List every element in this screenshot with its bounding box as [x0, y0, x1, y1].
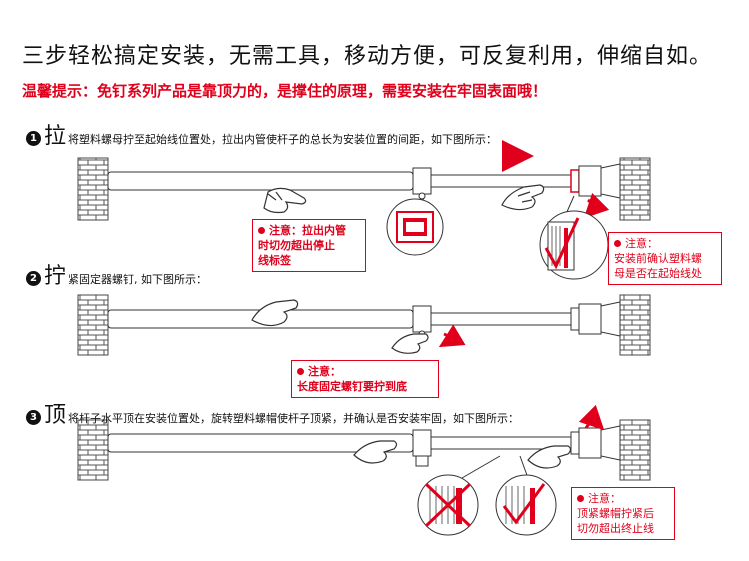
- step-description: 紧固定器螺钉, 如下图所示：: [68, 273, 208, 286]
- step-number: 3: [26, 410, 41, 425]
- step-keyword: 顶: [44, 403, 67, 428]
- note-heading: 注意：: [308, 365, 341, 378]
- hand-icon: [251, 299, 299, 327]
- step-1-heading: 1 拉 将塑料螺母拧至起始线位置处，拉出内管使杆子的总长为安装位置的间距，如下图…: [26, 118, 497, 150]
- warning-tip: 温馨提示：免钉系列产品是靠顶力的，是撑住的原理，需要安装在牢固表面哦！: [22, 82, 548, 100]
- bullet-icon: [297, 368, 304, 375]
- note-pull-limit: 注意：拉出内管 时切勿超出停止 线标签: [252, 219, 366, 272]
- bullet-icon: [258, 227, 265, 234]
- rotate-arrow-icon: [583, 192, 610, 219]
- brick-wall-icon: [619, 419, 651, 481]
- step-description: 将杆子水平顶在安装位置处，旋转塑料螺帽使杆子顶紧，并确认是否安装牢固，如下图所示…: [68, 412, 520, 425]
- note-line: 时切勿超出停止: [258, 239, 335, 252]
- check-mark-icon: [544, 217, 580, 270]
- hand-icon: [353, 440, 398, 464]
- page-title: 三步轻松搞定安装，无需工具，移动方便，可反复利用，伸缩自如。: [22, 44, 713, 69]
- step1-figure: [77, 140, 651, 280]
- step-keyword: 拉: [44, 124, 67, 149]
- step-number: 1: [26, 131, 41, 146]
- note-line: 线标签: [258, 254, 291, 267]
- step-number: 2: [26, 271, 41, 286]
- bullet-icon: [577, 495, 584, 502]
- step2-figure: [77, 294, 651, 356]
- cross-mark-icon: [424, 482, 472, 528]
- note-line: 长度固定螺钉要拧到底: [297, 380, 407, 393]
- note-line: 顶紧螺帽拧紧后: [577, 507, 654, 520]
- hand-icon: [527, 445, 572, 469]
- rotate-arrow-icon: [438, 324, 466, 348]
- check-mark-icon: [502, 483, 546, 525]
- note-heading: 注意：拉出内管: [269, 224, 346, 237]
- note-start-line: 注意： 安装前确认塑料螺 母是否在起始线处: [608, 232, 722, 285]
- brick-wall-icon: [77, 419, 109, 481]
- rotate-arrow-icon: [578, 404, 605, 431]
- hand-icon: [391, 333, 429, 354]
- note-heading: 注意：: [588, 492, 621, 505]
- step-description: 将塑料螺母拧至起始线位置处，拉出内管使杆子的总长为安装位置的间距，如下图所示：: [68, 133, 498, 146]
- brick-wall-icon: [77, 157, 109, 221]
- step-keyword: 拧: [44, 264, 67, 289]
- note-end-line: 注意： 顶紧螺帽拧紧后 切勿超出终止线: [571, 487, 675, 540]
- note-line: 切勿超出终止线: [577, 522, 654, 535]
- hand-icon: [501, 184, 545, 211]
- brick-wall-icon: [619, 294, 651, 356]
- step-2-heading: 2 拧 紧固定器螺钉, 如下图所示：: [26, 258, 207, 290]
- note-line: 母是否在起始线处: [614, 267, 702, 280]
- note-screw-tight: 注意： 长度固定螺钉要拧到底: [291, 360, 439, 398]
- hand-icon: [263, 187, 307, 214]
- note-heading: 注意：: [625, 237, 658, 250]
- step-3-heading: 3 顶 将杆子水平顶在安装位置处，旋转塑料螺帽使杆子顶紧，并确认是否安装牢固，如…: [26, 397, 519, 429]
- brick-wall-icon: [77, 294, 109, 356]
- brick-wall-icon: [619, 157, 651, 221]
- bullet-icon: [614, 240, 621, 247]
- step3-figure: [77, 404, 651, 536]
- note-line: 安装前确认塑料螺: [614, 252, 702, 265]
